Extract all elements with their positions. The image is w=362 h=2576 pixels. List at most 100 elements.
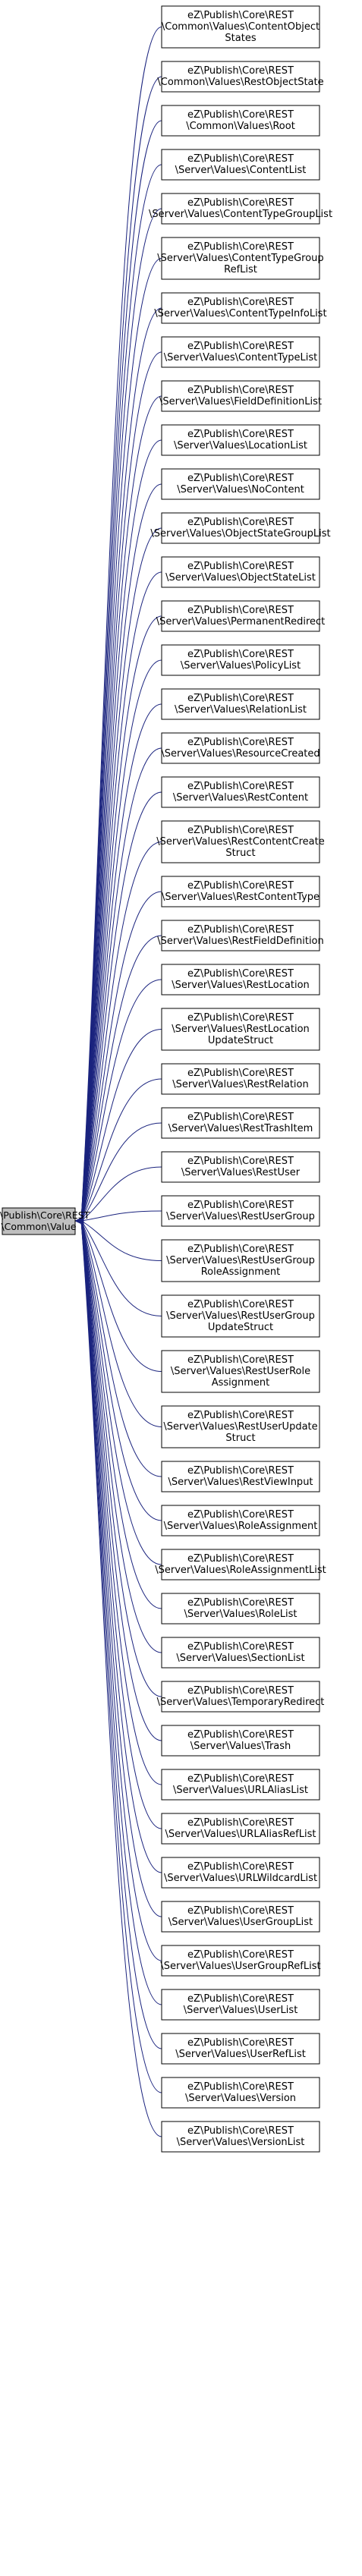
class-node-server-values-userlist[interactable]: eZ\Publish\Core\REST\Server\Values\UserL… — [161, 1989, 320, 2021]
class-node-server-values-contenttypegrouplist[interactable]: eZ\Publish\Core\REST\Server\Values\Conte… — [149, 193, 332, 225]
class-box — [161, 1549, 320, 1581]
class-label-line: \Server\Values\ObjectStateGroupList — [150, 528, 330, 539]
class-node-server-values-usergrouplist[interactable]: eZ\Publish\Core\REST\Server\Values\UserG… — [161, 1901, 320, 1933]
class-label-line: eZ\Publish\Core\REST — [187, 65, 294, 77]
class-label-line: eZ\Publish\Core\REST — [187, 2037, 294, 2049]
class-node-server-values-restcontent[interactable]: eZ\Publish\Core\REST\Server\Values\RestC… — [161, 776, 320, 808]
class-node-server-values-restrelation[interactable]: eZ\Publish\Core\REST\Server\Values\RestR… — [161, 1063, 320, 1095]
class-box — [161, 1063, 320, 1095]
class-node-server-values-restusergrouproleassignment[interactable]: eZ\Publish\Core\REST\Server\Values\RestU… — [161, 1239, 320, 1282]
class-node-server-values-contenttypegroupreflist[interactable]: eZ\Publish\Core\REST\Server\Values\Conte… — [157, 237, 324, 280]
class-box — [161, 1195, 320, 1227]
class-box — [161, 964, 320, 995]
class-node-server-values-nocontent[interactable]: eZ\Publish\Core\REST\Server\Values\NoCon… — [161, 468, 320, 500]
class-node-server-values-restusergroupupdatestruct[interactable]: eZ\Publish\Core\REST\Server\Values\RestU… — [161, 1294, 320, 1338]
class-node-server-values-restfielddefinition[interactable]: eZ\Publish\Core\REST\Server\Values\RestF… — [157, 920, 324, 951]
class-label-line: \Server\Values\ContentTypeGroupList — [149, 209, 332, 220]
class-node-server-values-restlocationupdatestruct[interactable]: eZ\Publish\Core\REST\Server\Values\RestL… — [161, 1008, 320, 1051]
class-node-server-values-temporaryredirect[interactable]: eZ\Publish\Core\REST\Server\Values\Tempo… — [157, 1681, 325, 1713]
class-label-line: \Server\Values\RestUser — [181, 1167, 301, 1178]
class-label-line: \Server\Values\RestFieldDefinition — [157, 936, 324, 947]
class-node-server-values-objectstatelist[interactable]: eZ\Publish\Core\REST\Server\Values\Objec… — [161, 556, 320, 588]
class-node-server-values-resourcecreated[interactable]: eZ\Publish\Core\REST\Server\Values\Resou… — [161, 732, 320, 764]
class-label-line: \Server\Values\PolicyList — [181, 660, 301, 672]
class-box — [161, 1405, 320, 1448]
class-node-server-values-restcontenttype[interactable]: eZ\Publish\Core\REST\Server\Values\RestC… — [161, 876, 320, 907]
class-label-line: eZ\Publish\Core\REST — [187, 1729, 294, 1741]
class-label-line: eZ\Publish\Core\REST — [187, 109, 294, 121]
class-label-line: \Server\Values\RestTrashItem — [168, 1123, 313, 1134]
class-node-server-values-restlocation[interactable]: eZ\Publish\Core\REST\Server\Values\RestL… — [161, 964, 320, 995]
class-label-line: \Server\Values\UserList — [184, 2005, 298, 2016]
inheritance-edge — [80, 1220, 162, 1372]
class-node-server-values-trash[interactable]: eZ\Publish\Core\REST\Server\Values\Trash — [161, 1725, 320, 1757]
class-box — [161, 820, 320, 863]
class-node-server-values-restuser[interactable]: eZ\Publish\Core\REST\Server\Values\RestU… — [161, 1151, 320, 1183]
class-label-line: eZ\Publish\Core\REST — [187, 1465, 294, 1477]
inheritance-edge — [80, 979, 162, 1222]
class-label-line: \Server\Values\UserRefList — [175, 2049, 306, 2060]
class-node-server-values-versionlist[interactable]: eZ\Publish\Core\REST\Server\Values\Versi… — [161, 2121, 320, 2153]
class-box — [161, 1239, 320, 1282]
class-node-server-values-urlwildcardlist[interactable]: eZ\Publish\Core\REST\Server\Values\URLWi… — [161, 1857, 320, 1889]
class-node-server-values-restviewinput[interactable]: eZ\Publish\Core\REST\Server\Values\RestV… — [161, 1461, 320, 1492]
inheritance-edge — [80, 1220, 162, 1917]
inheritance-edge — [80, 1220, 162, 1961]
class-node-server-values-fielddefinitionlist[interactable]: eZ\Publish\Core\REST\Server\Values\Field… — [159, 380, 322, 412]
class-node-server-values-rolelist[interactable]: eZ\Publish\Core\REST\Server\Values\RoleL… — [161, 1593, 320, 1625]
class-box — [161, 1857, 320, 1889]
inheritance-edge — [80, 1220, 162, 1653]
class-node-server-values-userreflist[interactable]: eZ\Publish\Core\REST\Server\Values\UserR… — [161, 2033, 320, 2065]
class-node-server-values-contenttypeinfolist[interactable]: eZ\Publish\Core\REST\Server\Values\Conte… — [154, 292, 327, 324]
class-node-server-values-version[interactable]: eZ\Publish\Core\REST\Server\Values\Versi… — [161, 2077, 320, 2109]
class-box — [161, 193, 320, 225]
class-node-server-values-urlaliasreflist[interactable]: eZ\Publish\Core\REST\Server\Values\URLAl… — [161, 1813, 320, 1845]
class-node-server-values-contentlist[interactable]: eZ\Publish\Core\REST\Server\Values\Conte… — [161, 149, 320, 181]
class-node-server-values-policylist[interactable]: eZ\Publish\Core\REST\Server\Values\Polic… — [161, 644, 320, 676]
base-class-label-line-2: \Common\Value — [1, 1221, 76, 1232]
class-label-line: eZ\Publish\Core\REST — [187, 2081, 294, 2093]
class-label-line: eZ\Publish\Core\REST — [187, 241, 294, 253]
class-node-server-values-restuserupdatestruct[interactable]: eZ\Publish\Core\REST\Server\Values\RestU… — [161, 1405, 320, 1448]
class-node-common-values-contentobjectstates[interactable]: eZ\Publish\Core\REST\Common\Values\Conte… — [161, 5, 320, 49]
class-node-server-values-permanentredirect[interactable]: eZ\Publish\Core\REST\Server\Values\Perma… — [156, 600, 326, 632]
class-node-server-values-resttrashitem[interactable]: eZ\Publish\Core\REST\Server\Values\RestT… — [161, 1107, 320, 1139]
class-label-line: eZ\Publish\Core\REST — [187, 1685, 294, 1697]
class-label-line: \Server\Values\FieldDefinitionList — [159, 396, 322, 407]
base-class-node[interactable]: eZ\Publish\Core\REST \Common\Value — [0, 1207, 90, 1235]
class-label-line: \Server\Values\RelationList — [175, 704, 307, 716]
inheritance-edge — [80, 1078, 162, 1222]
class-box — [161, 1901, 320, 1933]
class-node-server-values-contenttypelist[interactable]: eZ\Publish\Core\REST\Server\Values\Conte… — [161, 336, 320, 368]
class-label-line: \Server\Values\RestLocation — [172, 1024, 310, 1035]
class-label-line: \Server\Values\ContentList — [175, 165, 307, 176]
class-node-server-values-objectstategrouplist[interactable]: eZ\Publish\Core\REST\Server\Values\Objec… — [150, 512, 331, 544]
class-node-server-values-restusergroup[interactable]: eZ\Publish\Core\REST\Server\Values\RestU… — [161, 1195, 320, 1227]
class-box — [161, 149, 320, 181]
class-label-line: \Server\Values\RestContentCreate — [156, 836, 324, 848]
class-label-line: \Server\Values\RoleAssignment — [164, 1521, 318, 1532]
inheritance-edge — [80, 1220, 162, 2093]
class-label-line: eZ\Publish\Core\REST — [187, 1905, 294, 1917]
class-node-server-values-restcontentcreatestruct[interactable]: eZ\Publish\Core\REST\Server\Values\RestC… — [156, 820, 325, 863]
class-node-common-values-root[interactable]: eZ\Publish\Core\REST\Common\Values\Root — [161, 105, 320, 137]
class-node-common-values-restobjectstate[interactable]: eZ\Publish\Core\REST\Common\Values\RestO… — [157, 61, 324, 93]
class-box — [161, 920, 320, 951]
inheritance-edge — [80, 1220, 162, 2005]
class-node-server-values-relationlist[interactable]: eZ\Publish\Core\REST\Server\Values\Relat… — [161, 688, 320, 720]
class-label-line: eZ\Publish\Core\REST — [187, 968, 294, 980]
class-label-line: eZ\Publish\Core\REST — [187, 1861, 294, 1873]
class-node-server-values-usergroupreflist[interactable]: eZ\Publish\Core\REST\Server\Values\UserG… — [160, 1945, 321, 1977]
class-node-server-values-urlaliaslist[interactable]: eZ\Publish\Core\REST\Server\Values\URLAl… — [161, 1769, 320, 1801]
class-label-line: eZ\Publish\Core\REST — [187, 693, 294, 704]
class-label-line: eZ\Publish\Core\REST — [187, 517, 294, 528]
class-node-server-values-locationlist[interactable]: eZ\Publish\Core\REST\Server\Values\Locat… — [161, 424, 320, 456]
class-box — [161, 556, 320, 588]
inheritance-edge — [80, 1220, 162, 1521]
class-node-server-values-sectionlist[interactable]: eZ\Publish\Core\REST\Server\Values\Secti… — [161, 1637, 320, 1669]
class-label-line: eZ\Publish\Core\REST — [187, 1200, 294, 1211]
class-label-line: eZ\Publish\Core\REST — [187, 1156, 294, 1167]
class-node-server-values-restuserroleassignment[interactable]: eZ\Publish\Core\REST\Server\Values\RestU… — [161, 1350, 320, 1393]
class-node-server-values-roleassignment[interactable]: eZ\Publish\Core\REST\Server\Values\RoleA… — [161, 1505, 320, 1536]
class-node-server-values-roleassignmentlist[interactable]: eZ\Publish\Core\REST\Server\Values\RoleA… — [155, 1549, 326, 1581]
